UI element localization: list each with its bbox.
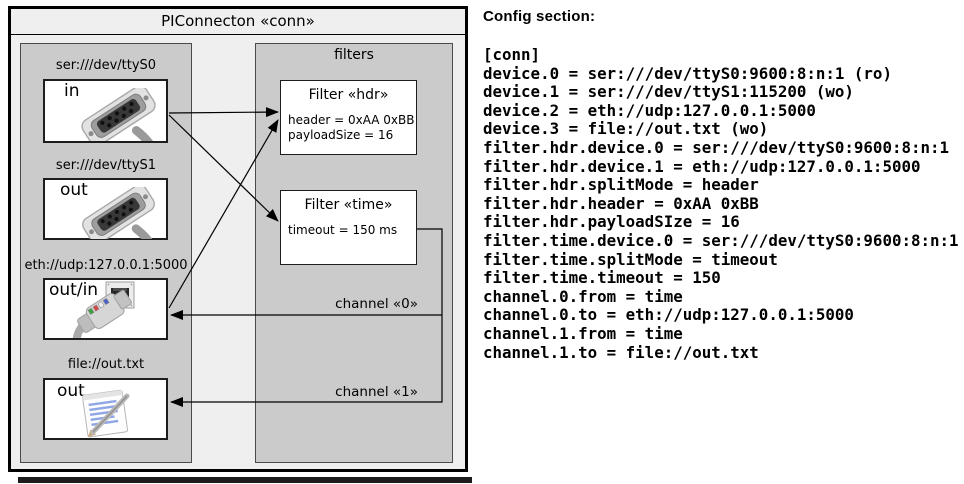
device-box-eth: out/in — [43, 278, 168, 340]
config-section: Config section: [conn]device.0 = ser:///… — [483, 8, 961, 362]
filter-property: timeout = 150 ms — [288, 223, 398, 237]
notepad-icon — [82, 389, 130, 438]
config-line: device.2 = eth://udp:127.0.0.1:5000 — [483, 100, 816, 120]
diagram-shadow — [18, 477, 472, 483]
filter-time-box: Filter «time» timeout = 150 ms — [280, 190, 417, 265]
title-separator — [11, 34, 465, 35]
filter-title: Filter «time» — [304, 197, 393, 213]
device-uri-label: ser:///dev/ttyS0 — [55, 58, 157, 73]
device-uri-label: eth://udp:127.0.0.1:5000 — [24, 258, 188, 273]
filter-hdr-box: Filter «hdr» header = 0xAA 0xBB payloadS… — [280, 80, 417, 155]
serial-connector-icon — [81, 88, 156, 141]
config-heading: Config section: — [483, 8, 596, 25]
config-line: device.3 = file://out.txt (wo) — [483, 119, 769, 139]
device-uri-label: ser:///dev/ttyS1 — [55, 158, 157, 173]
device-box-file: out — [43, 378, 168, 440]
connection-diagram: PIConnecton «conn» filters ser:///dev/tt… — [8, 6, 468, 472]
config-line: channel.1.from = time — [483, 323, 683, 343]
config-line: [conn] — [483, 45, 541, 64]
channel-1-label: channel «1» — [335, 384, 418, 400]
device-box-ttys0: in — [43, 79, 168, 143]
filter-property: header = 0xAA 0xBB — [288, 113, 415, 127]
config-line: channel.0.from = time — [483, 286, 683, 306]
filters-label: filters — [334, 47, 374, 63]
filter-title: Filter «hdr» — [308, 87, 389, 103]
diagram-title: PIConnecton «conn» — [161, 12, 315, 30]
device-port-label: out/in — [49, 280, 99, 300]
config-line: device.1 = ser:///dev/ttyS1:115200 (wo) — [483, 82, 854, 102]
config-line: filter.hdr.device.0 = ser:///dev/ttyS0:9… — [483, 137, 950, 157]
config-line: filter.time.timeout = 150 — [483, 268, 721, 288]
device-port-label: out — [57, 381, 85, 401]
filter-property: payloadSize = 16 — [288, 128, 394, 142]
serial-connector-icon — [82, 187, 155, 239]
config-line: filter.hdr.header = 0xAA 0xBB — [483, 193, 759, 213]
config-line: filter.time.splitMode = timeout — [483, 249, 778, 269]
config-lines: [conn]device.0 = ser:///dev/ttyS0:9600:8… — [483, 45, 961, 362]
device-box-ttys1: out — [43, 178, 168, 240]
channel-0-label: channel «0» — [335, 296, 418, 312]
config-line: channel.0.to = eth://udp:127.0.0.1:5000 — [483, 305, 854, 325]
config-line: device.0 = ser:///dev/ttyS0:9600:8:n:1 (… — [483, 63, 892, 83]
device-port-label: in — [64, 81, 80, 101]
config-line: filter.time.device.0 = ser:///dev/ttyS0:… — [483, 230, 959, 250]
config-line: filter.hdr.splitMode = header — [483, 175, 759, 195]
config-line: filter.hdr.payloadSIze = 16 — [483, 212, 740, 232]
config-line: channel.1.to = file://out.txt — [483, 342, 759, 362]
ethernet-connector-icon — [72, 289, 132, 338]
device-port-label: out — [60, 180, 88, 200]
config-line: filter.hdr.device.1 = eth://udp:127.0.0.… — [483, 156, 921, 176]
device-uri-label: file://out.txt — [67, 357, 145, 372]
